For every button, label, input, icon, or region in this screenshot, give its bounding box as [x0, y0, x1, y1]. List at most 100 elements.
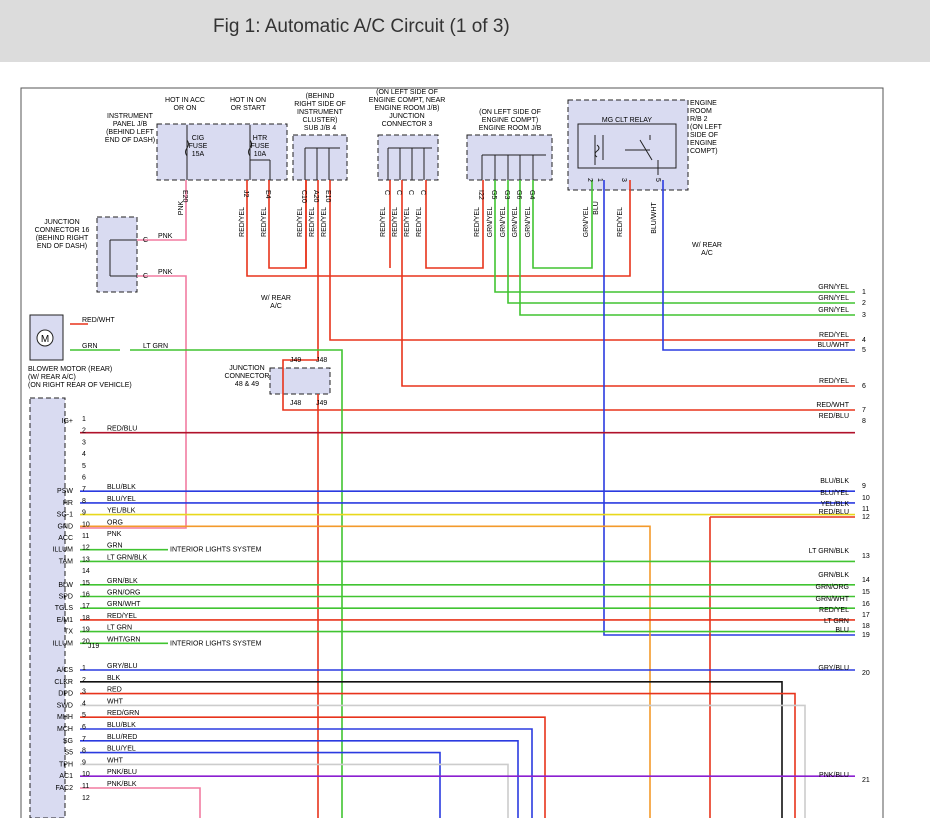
wire-label: PNK	[178, 200, 185, 215]
sub-jb4-box	[292, 134, 348, 181]
ip-jb-label: END OF DASH)	[105, 137, 155, 144]
ltgrn-blower-wire	[130, 349, 343, 818]
ecu-pin-number: 10	[82, 771, 90, 778]
right-wire-number: 14	[862, 577, 870, 584]
ecu-wire-label: RED/YEL	[107, 613, 137, 620]
ecu-pin-number: 3	[82, 689, 86, 696]
ecu-wire-label: RED/BLU	[107, 426, 137, 433]
engine-room-jb-label: (ON LEFT SIDE OF	[479, 109, 541, 116]
ecu-pin-number: 12	[82, 545, 90, 552]
right-wire-number: 16	[862, 601, 870, 608]
ecu-pin-name: TGLS	[55, 605, 74, 612]
right-wire-number: 7	[862, 407, 866, 414]
motor-symbol-label: M	[41, 334, 49, 345]
ecu-pin-name: FAC2	[55, 785, 73, 792]
pin-label: C	[143, 273, 148, 280]
pin-label: E10	[324, 190, 331, 203]
junction-connector-48-49-label: 48 & 49	[235, 381, 259, 388]
blower-motor-label: BLOWER MOTOR (REAR)	[28, 366, 112, 373]
diagram-frame	[20, 87, 884, 818]
ecu-pin-name: AC1	[59, 773, 73, 780]
ecu-wire-label: GRN/ORG	[107, 590, 140, 597]
ecu-pin-number: 5	[82, 463, 86, 470]
grnyel-2-wire	[507, 180, 855, 304]
w-rear-ac-note: W/ REAR	[692, 242, 722, 249]
ecu-pin-name: MHH	[57, 714, 73, 721]
grnyel-1-wire	[494, 180, 855, 293]
redyel-4-wire	[329, 180, 855, 341]
ecu-pin-number: 6	[82, 724, 86, 731]
ip-jb-label: (BEHIND LEFT	[106, 129, 155, 136]
ecu-pin-number: 2	[82, 428, 86, 435]
wire-label: PNK	[158, 269, 173, 276]
junction-connector-48-49-label: JUNCTION	[229, 365, 264, 372]
wire-a-10	[80, 525, 651, 818]
junction-connector-3-label: CONNECTOR 3	[382, 121, 433, 128]
wire-label: RED/YEL	[617, 207, 624, 237]
ecu-pin-name: A/CS	[57, 667, 74, 674]
ecu-wire-label: BLU/YEL	[107, 496, 136, 503]
htr-fuse-label: 10A	[254, 151, 267, 158]
sub-jb4-label: RIGHT SIDE OF	[294, 101, 346, 108]
wire-label: RED/YEL	[321, 207, 328, 237]
wire-label: GRN/YEL	[487, 207, 494, 238]
right-wire-number: 13	[862, 553, 870, 560]
pin-label: C	[383, 190, 390, 195]
ecu-pin-name: SG-1	[57, 512, 73, 519]
ecu-pin-name: TPH	[59, 761, 73, 768]
junction-connector-16-label: END OF DASH)	[37, 243, 87, 250]
ecu-wire-label: BLU/BLK	[107, 484, 136, 491]
right-wire-label: RED/WHT	[816, 402, 849, 409]
right-wire-number: 8	[862, 418, 866, 425]
ip-hot-on-line2: OR START	[231, 105, 266, 112]
redyel-loop-wire	[246, 180, 631, 277]
interior-lights-note: INTERIOR LIGHTS SYSTEM	[170, 640, 262, 647]
ecu-wire-label: GRN/WHT	[107, 601, 141, 608]
junction-connector-3-label: ENGINE ROOM J/B)	[375, 105, 440, 112]
pin-label: G5	[490, 190, 497, 199]
engine-room-rb2-label: (ON LEFT	[690, 124, 723, 131]
ecu-pin-number: 10	[82, 521, 90, 528]
wire-b-3	[80, 692, 796, 818]
ecu-pin-name: E/M1	[57, 617, 73, 624]
right-wire-number: 19	[862, 632, 870, 639]
wire-b-11	[80, 787, 201, 818]
ip-hot-on-line1: HOT IN ON	[230, 97, 266, 104]
engine-room-jb-label: ENGINE ROOM J/B	[479, 125, 542, 132]
right-wire-label: GRN/YEL	[818, 295, 849, 302]
pin-label: J49	[316, 400, 327, 407]
ecu-pin-number: 19	[82, 627, 90, 634]
right-wire-number: 2	[862, 300, 866, 307]
wire-label: GRN/YEL	[525, 207, 532, 238]
pin-label: C	[407, 190, 414, 195]
wire-label: PNK	[158, 233, 173, 240]
sub-jb4-label: (BEHIND	[306, 93, 335, 100]
ecu-pin-number: 2	[82, 677, 86, 684]
ecu-pin-number: 13	[82, 556, 90, 563]
mg-clt-relay-box	[577, 123, 677, 169]
wire-label: RED/YEL	[297, 207, 304, 237]
pnk-wire	[137, 180, 187, 241]
ecu-pin-number: 1	[82, 416, 86, 423]
redyel-6-wire	[401, 180, 855, 387]
ecu-pin-name: IG+	[62, 418, 73, 425]
ecu-wire-label: BLU/RED	[107, 734, 137, 741]
wire-label: RED/YEL	[474, 207, 481, 237]
ecu-wire-label: GRN	[107, 543, 123, 550]
pin-label: 2	[586, 178, 593, 182]
wire-b-4	[80, 704, 806, 818]
right-wire-label: BLU/YEL	[820, 490, 849, 497]
ecu-pin-number: 3	[82, 439, 86, 446]
right-wire-label: PNK/BLU	[819, 772, 849, 779]
right-wire-number: 11	[862, 506, 869, 513]
wire-label: GRN/YEL	[512, 207, 519, 238]
pnk-acc-wire	[80, 275, 187, 529]
pin-label: C	[143, 237, 148, 244]
right-wire-number: 1	[862, 289, 866, 296]
right-wire-label: GRN/YEL	[818, 284, 849, 291]
cig-fuse-label: CIG	[192, 135, 204, 142]
junction-connector-16-box	[96, 216, 138, 293]
pin-label: J2	[242, 190, 249, 198]
ecu-pin-number: 9	[82, 510, 86, 517]
